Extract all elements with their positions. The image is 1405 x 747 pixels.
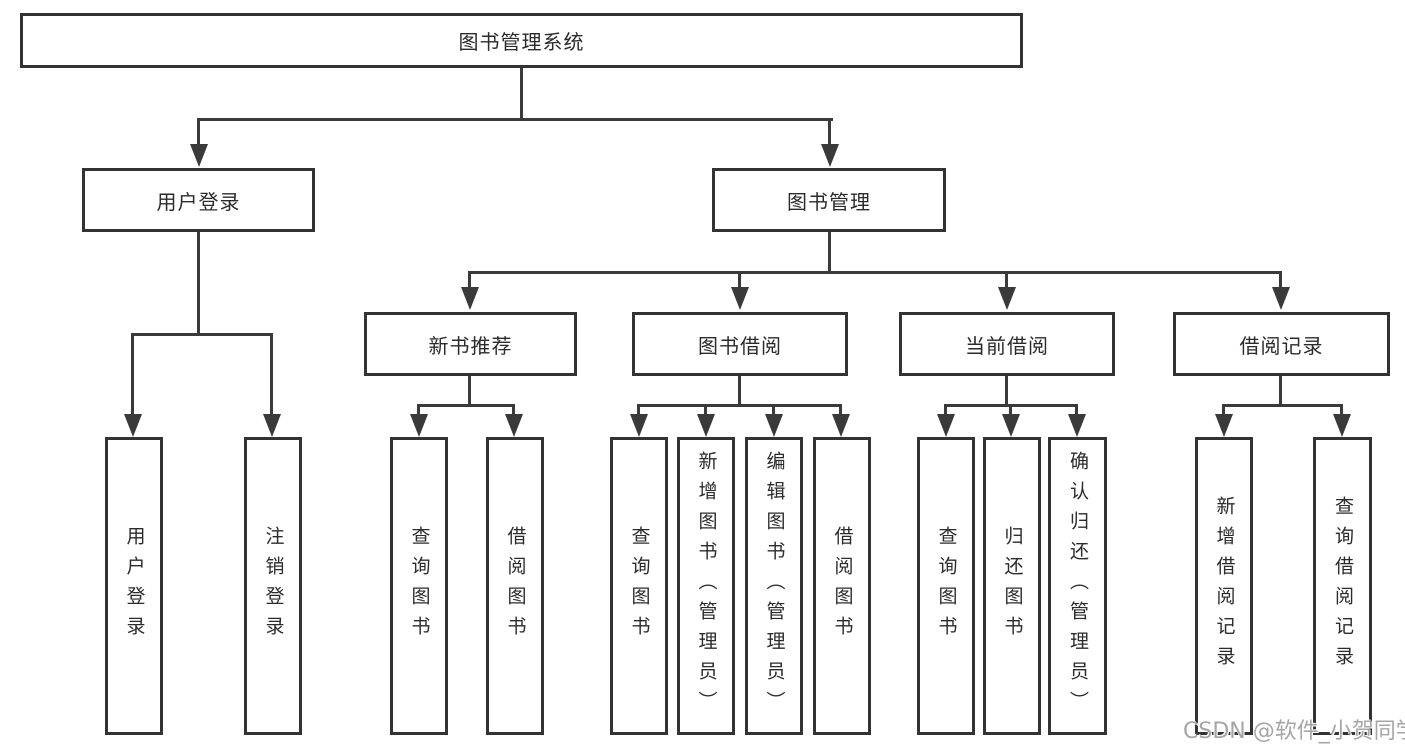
leaf-newbook-borrow-books-label: 借阅图书 [504,526,527,646]
connector-new-book-bar [417,404,515,407]
leaf-borrow-query-books-label: 查询图书 [628,526,651,646]
arrow-book-borrow-leaf-1 [637,404,640,414]
arrow-current-borrow-leaf-3 [1075,404,1078,414]
leaf-query-borrow-record-label: 查询借阅记录 [1332,496,1354,676]
leaf-return-books-label: 归还图书 [1001,526,1024,646]
leaf-newbook-query-books: 查询图书 [390,437,448,735]
arrow-to-user-login [197,118,200,144]
arrow-book-borrow-leaf-2 [704,404,707,414]
node-book-mgmt-label: 图书管理 [787,189,871,214]
leaf-add-books-admin: 新增图书（管理员） [677,437,735,735]
connector-borrow-records-bar [1222,404,1342,407]
leaf-borrow-borrow-books: 借阅图书 [813,437,871,735]
leaf-return-books: 归还图书 [983,437,1041,735]
arrow-to-leaf-logout [270,333,273,414]
arrow-current-borrow-leaf-2 [1009,404,1012,414]
arrow-borrow-records-leaf-2 [1340,404,1343,414]
arrow-new-book-leaf-1 [417,404,420,414]
leaf-current-query-books: 查询图书 [917,437,975,735]
arrow-to-current-borrow [1005,271,1008,287]
node-book-borrow: 图书借阅 [632,312,848,376]
arrow-to-book-mgmt [828,118,831,144]
arrow-borrow-records-leaf-1 [1222,404,1225,414]
node-borrow-records: 借阅记录 [1173,312,1390,376]
leaf-logout-label: 注销登录 [262,526,285,646]
arrow-current-borrow-leaf-1 [944,404,947,414]
node-book-borrow-label: 图书借阅 [698,333,782,358]
arrow-to-new-book-rec [468,271,471,287]
connector-user-login-bar [131,333,273,336]
node-book-mgmt: 图书管理 [712,168,946,232]
node-current-borrow: 当前借阅 [899,312,1115,376]
leaf-add-books-admin-label: 新增图书（管理员） [695,451,718,721]
arrow-to-book-borrow [738,271,741,287]
node-new-book-rec-label: 新书推荐 [428,333,513,358]
leaf-user-login: 用户登录 [105,437,163,735]
connector-book-borrow-stem [738,376,741,407]
node-current-borrow-label: 当前借阅 [965,333,1049,358]
node-user-login-label: 用户登录 [156,189,241,214]
leaf-edit-books-admin: 编辑图书（管理员） [745,437,803,735]
leaf-query-borrow-record: 查询借阅记录 [1313,437,1372,735]
leaf-logout: 注销登录 [244,437,302,735]
leaf-user-login-label: 用户登录 [123,526,146,646]
leaf-add-borrow-record-label: 新增借阅记录 [1213,496,1236,676]
leaf-borrow-borrow-books-label: 借阅图书 [831,526,854,646]
leaf-confirm-return-admin: 确认归还（管理员） [1048,437,1107,735]
node-new-book-rec: 新书推荐 [364,312,577,376]
csdn-watermark: CSDN @软件_小贺同学 [1183,719,1405,744]
leaf-add-borrow-record: 新增借阅记录 [1195,437,1253,735]
connector-level3-bar [468,271,1282,274]
node-borrow-records-label: 借阅记录 [1239,333,1324,358]
leaf-newbook-borrow-books: 借阅图书 [486,437,544,735]
connector-book-borrow-bar [637,404,842,407]
arrow-book-borrow-leaf-4 [839,404,842,414]
leaf-borrow-query-books: 查询图书 [610,437,668,735]
connector-level2-bar [197,118,833,121]
leaf-newbook-query-books-label: 查询图书 [408,526,431,646]
arrow-new-book-leaf-2 [512,404,515,414]
connector-book-mgmt-stem [828,232,831,274]
connector-borrow-records-stem [1279,376,1282,407]
connector-current-borrow-stem [1005,376,1008,407]
arrow-to-leaf-login [131,333,134,414]
leaf-current-query-books-label: 查询图书 [935,526,958,646]
arrow-to-borrow-records [1279,271,1282,287]
node-root: 图书管理系统 [20,13,1023,68]
connector-new-book-stem [468,376,471,407]
node-root-label: 图书管理系统 [458,30,585,54]
leaf-edit-books-admin-label: 编辑图书（管理员） [763,451,786,721]
leaf-confirm-return-admin-label: 确认归还（管理员） [1067,451,1089,721]
connector-root-stem [520,68,523,121]
arrow-book-borrow-leaf-3 [772,404,775,414]
connector-user-login-stem [197,232,200,336]
node-user-login: 用户登录 [82,168,315,232]
